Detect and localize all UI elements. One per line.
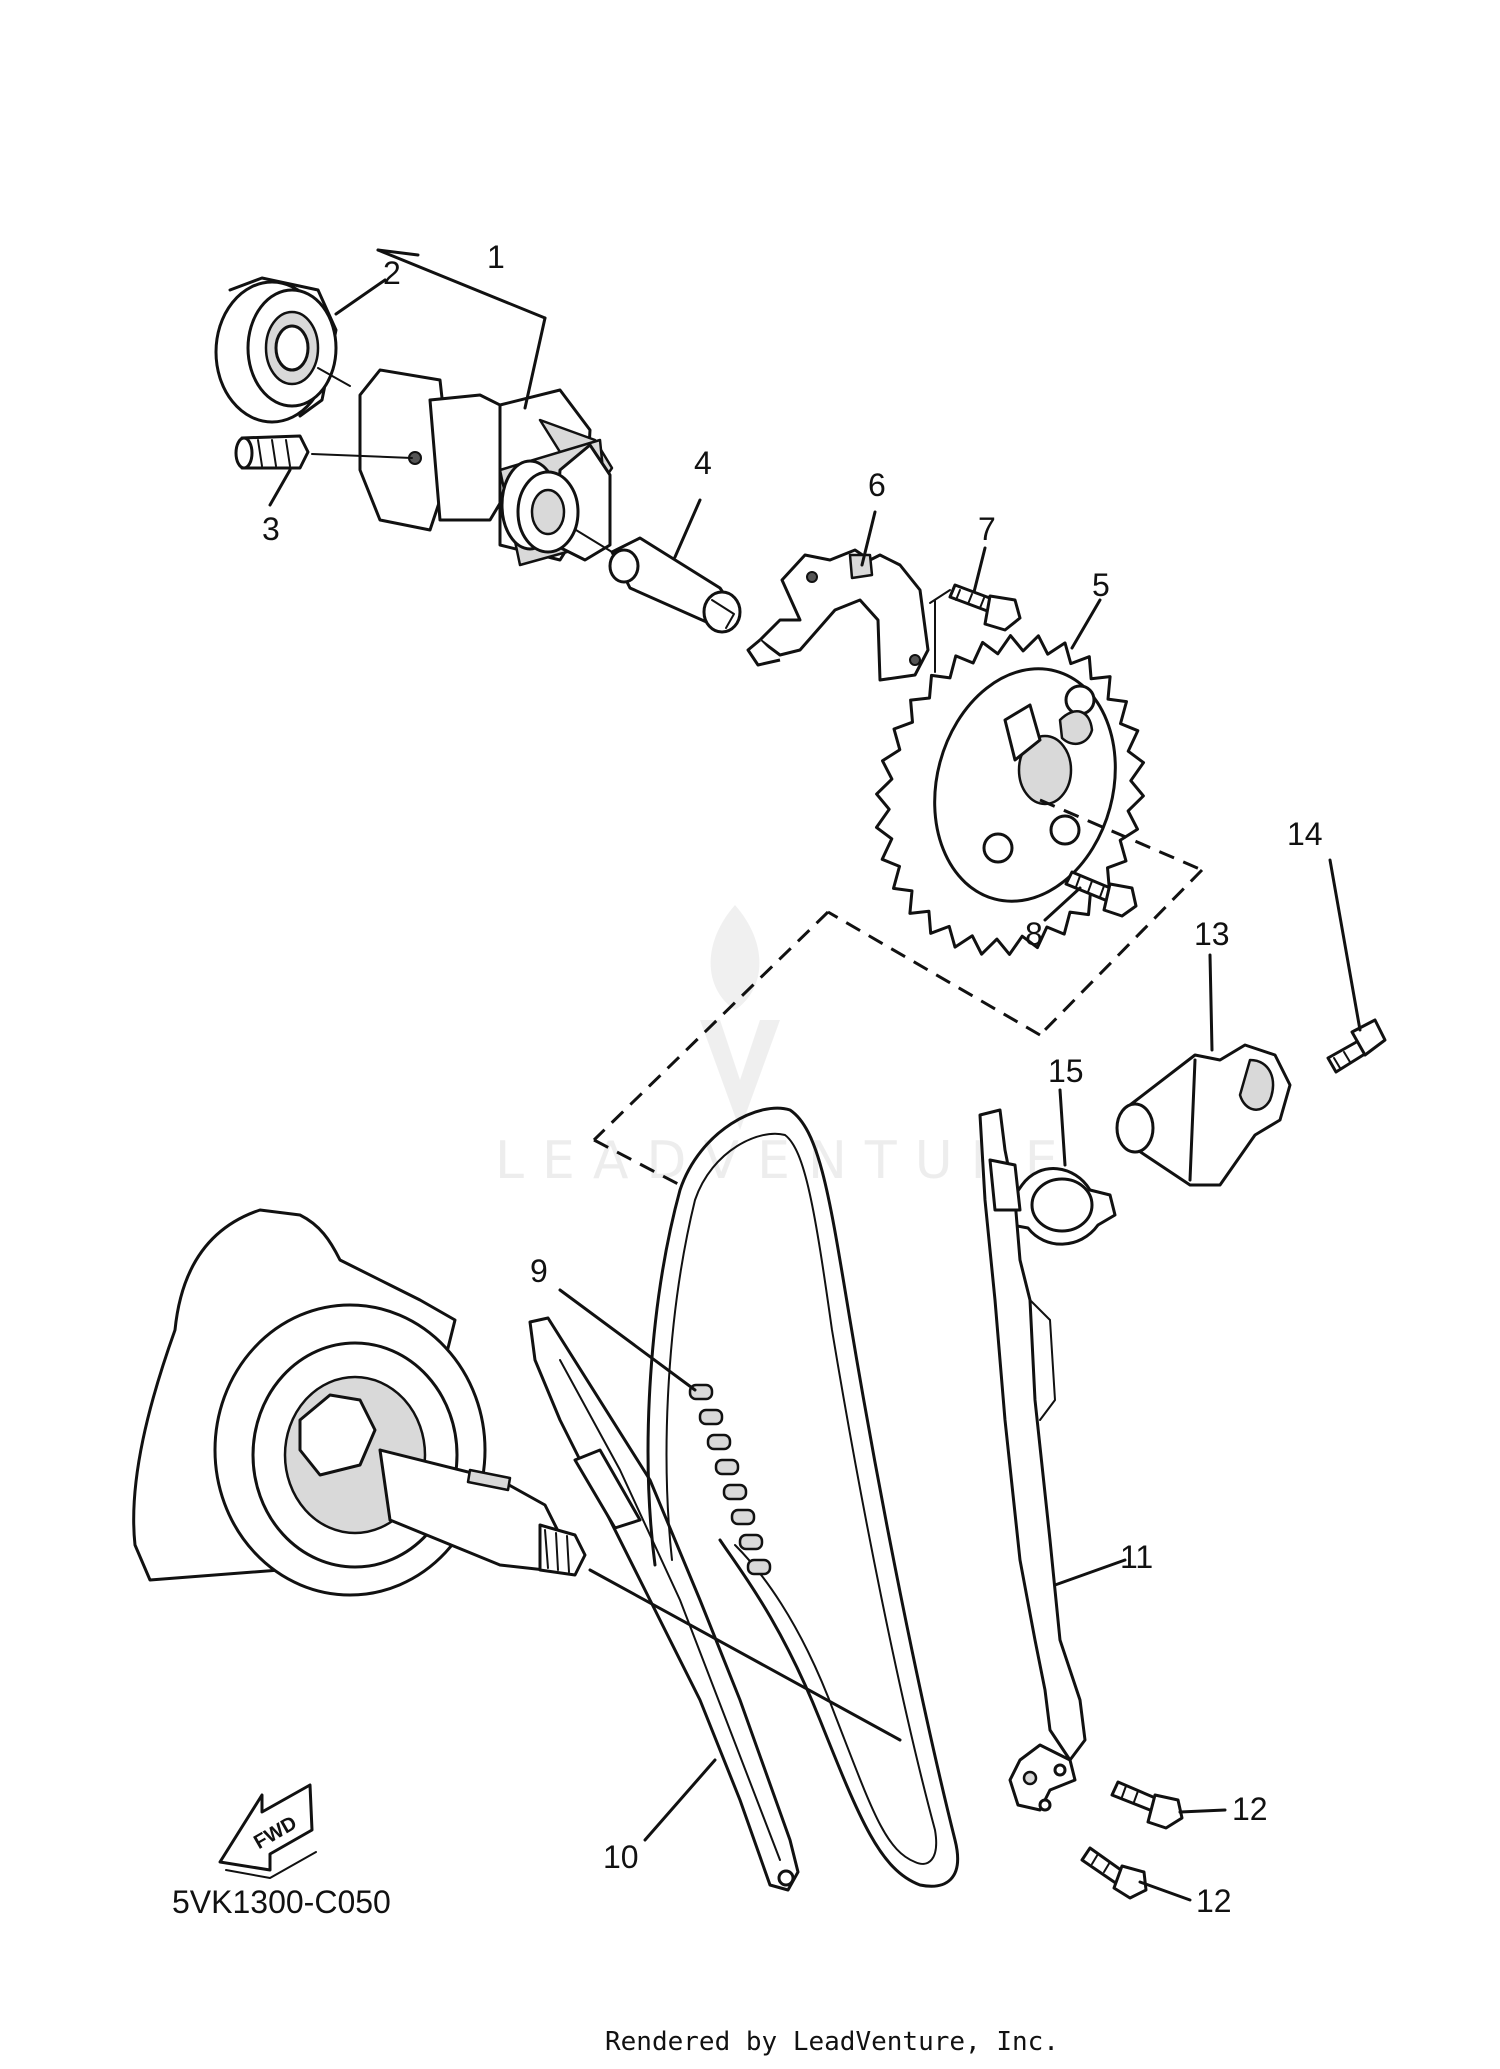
callout-4: 4 (694, 445, 712, 481)
part-bearing[interactable] (214, 276, 338, 424)
callout-1: 1 (487, 239, 505, 275)
callout-labels: 1 2 3 4 5 6 7 8 9 10 11 12 12 13 14 15 (262, 239, 1323, 1919)
alignment-lines (311, 367, 1204, 1742)
part-decompression-shaft[interactable] (608, 536, 742, 634)
part-crankshaft (132, 1208, 587, 1597)
callout-10: 10 (603, 1839, 639, 1875)
callout-2: 2 (383, 255, 401, 291)
part-camshaft[interactable] (358, 368, 614, 567)
diagram-code: 5VK1300-C050 (172, 1884, 391, 1920)
watermark-text: LEADVENTURE (495, 1131, 1076, 1191)
part-bolt-8[interactable] (1064, 870, 1138, 918)
callout-15: 15 (1048, 1053, 1084, 1089)
part-gasket[interactable] (1006, 1167, 1117, 1246)
fwd-arrow-icon: FWD (218, 1783, 317, 1879)
callout-8: 8 (1025, 916, 1043, 952)
callout-6: 6 (868, 467, 886, 503)
callout-13: 13 (1194, 916, 1230, 952)
watermark: LEADVENTURE (495, 905, 1076, 1191)
part-bolt-12-lower[interactable] (1080, 1846, 1148, 1900)
callout-5: 5 (1092, 567, 1110, 603)
callout-9: 9 (530, 1253, 548, 1289)
credit-text: Rendered by LeadVenture, Inc. (605, 2027, 1059, 2057)
part-bolt-7[interactable] (948, 583, 1022, 632)
part-dowel-pin[interactable] (234, 434, 310, 470)
part-bolt-14[interactable] (1326, 1018, 1387, 1074)
part-chain-tensioner[interactable] (1115, 1043, 1292, 1187)
part-bolt-12-upper[interactable] (1110, 1780, 1184, 1830)
part-chain-guide-exhaust[interactable] (978, 1108, 1087, 1812)
chain-links-segment (688, 1383, 772, 1576)
callout-7: 7 (978, 511, 996, 547)
part-cam-chain[interactable] (646, 1106, 960, 1888)
callout-3: 3 (262, 511, 280, 547)
leader-lines (268, 248, 1362, 1902)
callout-12-lower: 12 (1196, 1883, 1232, 1919)
part-chain-guide-intake[interactable] (528, 1316, 800, 1892)
callout-11: 11 (1120, 1539, 1153, 1575)
callout-12-upper: 12 (1232, 1791, 1268, 1827)
part-decompression-weight[interactable] (746, 548, 930, 682)
callout-14: 14 (1287, 816, 1323, 852)
